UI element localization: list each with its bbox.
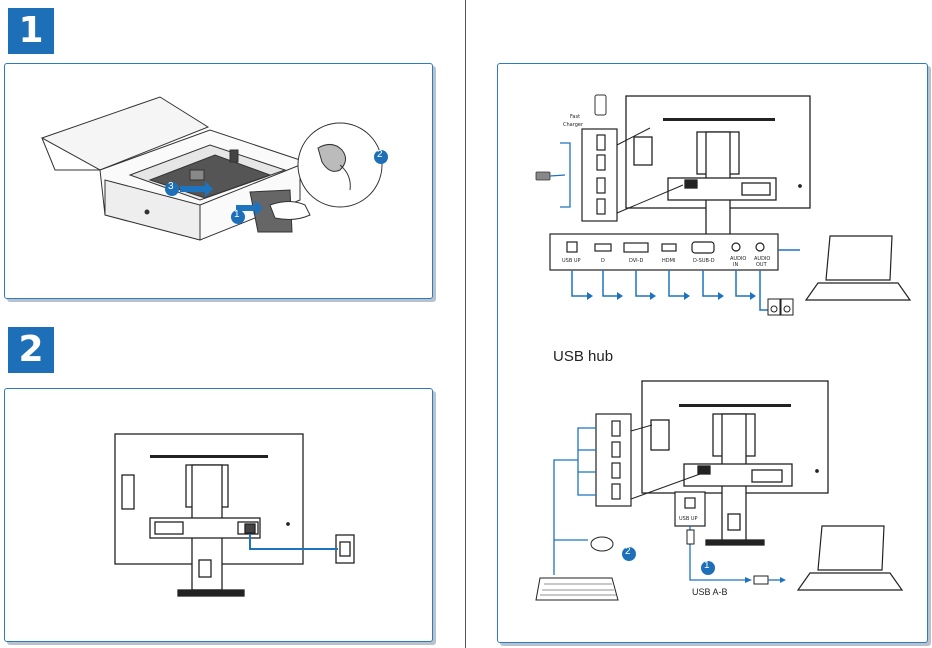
charger-label: Charger — [563, 122, 584, 128]
step-1-arrows — [180, 181, 263, 216]
callout-2-hub — [622, 547, 636, 561]
port-hdmi-label: HDMI — [662, 258, 675, 264]
fast-label: Fast — [570, 114, 580, 120]
monitor-rear-bottom — [641, 380, 829, 546]
port-cables — [571, 249, 800, 311]
usb-ab-cable — [686, 529, 769, 585]
unboxing-illustration — [40, 96, 383, 241]
monitor-rear-top — [625, 95, 811, 249]
step-1-callouts — [165, 150, 388, 224]
port-usb-up-label: USB UP — [562, 258, 581, 264]
speakers-icon — [767, 298, 794, 316]
mouse-icon — [590, 536, 614, 552]
power-illustration — [114, 433, 355, 597]
port-dp-label: D — [601, 258, 605, 264]
usb-stick-icon — [535, 171, 551, 181]
callout-1-hub-text: 1 — [704, 560, 710, 571]
port-cable-arrows — [587, 292, 756, 300]
usb-ab-label: USB A-B — [692, 587, 728, 597]
step-2-badge: 2 — [8, 327, 54, 373]
callout-3-step1 — [165, 182, 179, 196]
callout-3-step1-text: 3 — [168, 181, 174, 192]
port-audio-out-label-2: OUT — [756, 262, 768, 268]
laptop-icon-bottom — [796, 525, 904, 591]
port-audio-out-label: AUDIO — [754, 256, 770, 262]
callout-2-hub-text: 2 — [625, 546, 631, 557]
column-divider — [465, 0, 466, 648]
usb-hub-title: USB hub — [553, 348, 614, 365]
callout-1-hub — [701, 561, 715, 575]
usb-port-column-top — [581, 128, 618, 222]
usb-up-small-label: USB UP — [679, 516, 698, 522]
step-1-badge: 1 — [8, 8, 54, 54]
laptop-icon-top — [804, 235, 912, 301]
usb-up-box — [674, 491, 706, 527]
power-cable — [249, 534, 338, 550]
port-panel — [549, 233, 779, 271]
keyboard-icon — [535, 577, 619, 601]
callout-2-step1 — [374, 150, 388, 164]
port-dsub-label: D-SUB-D — [693, 258, 715, 264]
port-audio-in-label-2: IN — [733, 262, 738, 268]
usb-port-column-bottom — [595, 413, 632, 507]
phone-icon — [594, 94, 607, 116]
port-audio-in-label: AUDIO — [730, 256, 746, 262]
callout-1-step1-text: 1 — [234, 209, 240, 220]
callout-2-step1-text: 2 — [377, 149, 383, 160]
port-dvi-label: DVI-D — [629, 258, 643, 264]
callout-1-step1 — [231, 210, 245, 224]
